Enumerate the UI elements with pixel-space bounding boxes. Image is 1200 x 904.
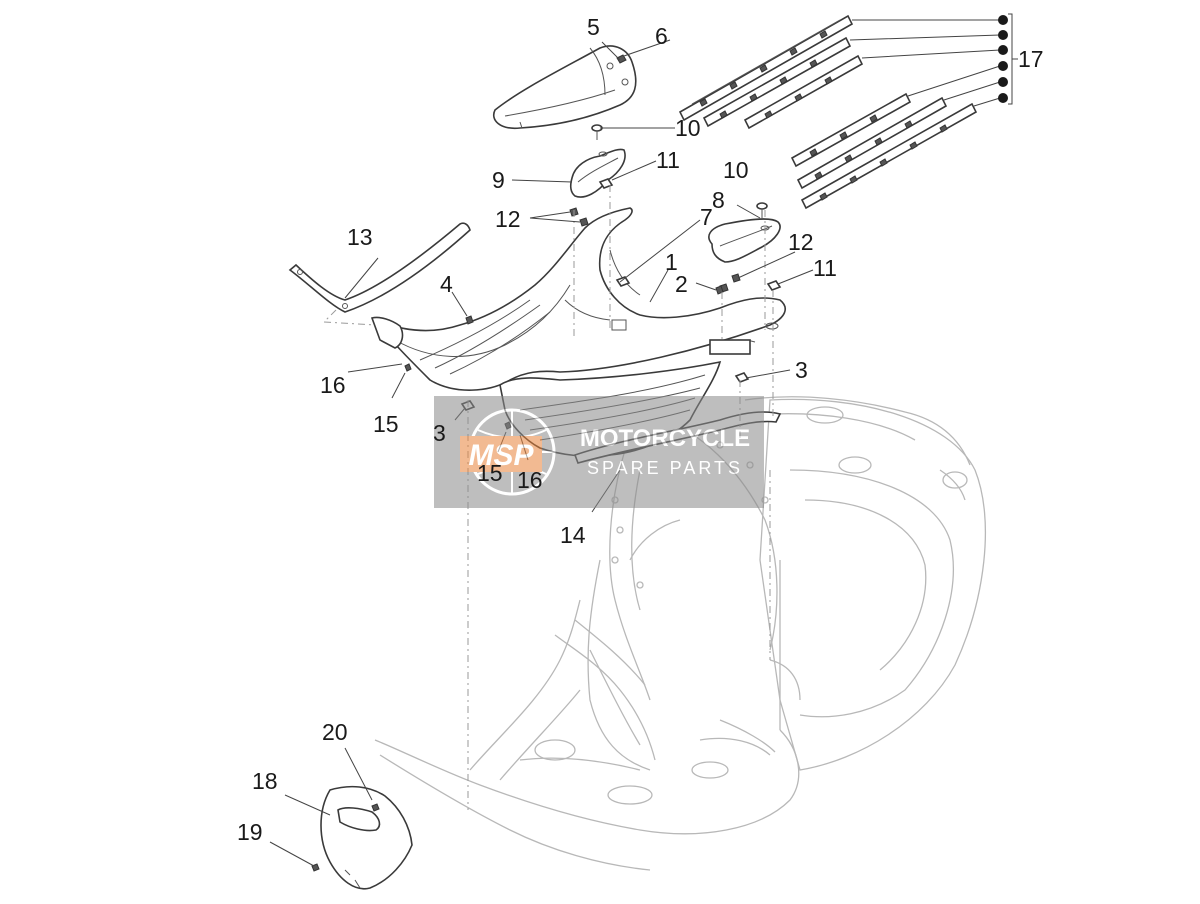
callout-10: 10 [723, 157, 749, 183]
callout-6: 6 [655, 23, 668, 49]
screw [616, 54, 627, 64]
rubber-strip [702, 36, 852, 128]
callout-11: 11 [813, 255, 837, 281]
watermark-line2: SPARE PARTS [587, 458, 743, 478]
watermark: MSP MOTORCYCLE SPARE PARTS [434, 396, 764, 508]
callout-12: 12 [495, 206, 521, 232]
left-trim-strip [288, 222, 471, 313]
watermark-logo-box [460, 436, 542, 472]
footrest-cover [493, 45, 637, 130]
screw [756, 202, 768, 218]
screw [591, 124, 603, 140]
left-support-bracket [569, 148, 626, 198]
callout-20: 20 [322, 719, 348, 745]
clip [734, 372, 750, 383]
clip [569, 207, 589, 227]
rubber-strip [790, 92, 912, 168]
callout-9: 9 [492, 167, 505, 193]
screw [715, 285, 724, 295]
rubber-strip [678, 14, 854, 122]
callout-12: 12 [788, 229, 814, 255]
callout-13: 13 [347, 224, 373, 250]
clip [766, 280, 782, 291]
callout-8: 8 [712, 187, 725, 213]
callout-15: 15 [373, 411, 399, 437]
clip [598, 178, 614, 189]
watermark-logo: MSP [468, 439, 534, 472]
callout-labels: 1 2 3 3 4 5 6 7 8 9 10 10 11 11 12 12 13… [237, 14, 1044, 845]
callout-2: 2 [675, 271, 688, 297]
screw [465, 315, 474, 325]
rubber-strip-set [678, 13, 1018, 210]
callout-10: 10 [675, 115, 701, 141]
callout-3: 3 [433, 420, 446, 446]
callout-18: 18 [252, 768, 278, 794]
callout-7: 7 [700, 204, 713, 230]
reference-dots [998, 15, 1008, 103]
callout-15: 15 [477, 460, 503, 486]
watermark-line1: MOTORCYCLE [580, 425, 750, 452]
callout-5: 5 [587, 14, 600, 40]
rubber-strip [800, 102, 978, 210]
callout-17: 17 [1018, 46, 1044, 72]
callout-3: 3 [795, 357, 808, 383]
callout-4: 4 [440, 271, 453, 297]
callout-16: 16 [517, 467, 543, 493]
rubber-strip [796, 96, 948, 190]
right-support-bracket [708, 218, 781, 263]
callout-19: 19 [237, 819, 263, 845]
leader-lines [269, 39, 814, 867]
callout-16: 16 [320, 372, 346, 398]
clip [719, 273, 741, 293]
rubber-strip [743, 54, 864, 130]
callout-1: 1 [665, 249, 678, 275]
side-panel [320, 785, 413, 890]
callout-14: 14 [560, 522, 586, 548]
screw [371, 803, 380, 812]
screw [404, 363, 412, 372]
clip [615, 276, 631, 287]
callout-11: 11 [656, 147, 680, 173]
